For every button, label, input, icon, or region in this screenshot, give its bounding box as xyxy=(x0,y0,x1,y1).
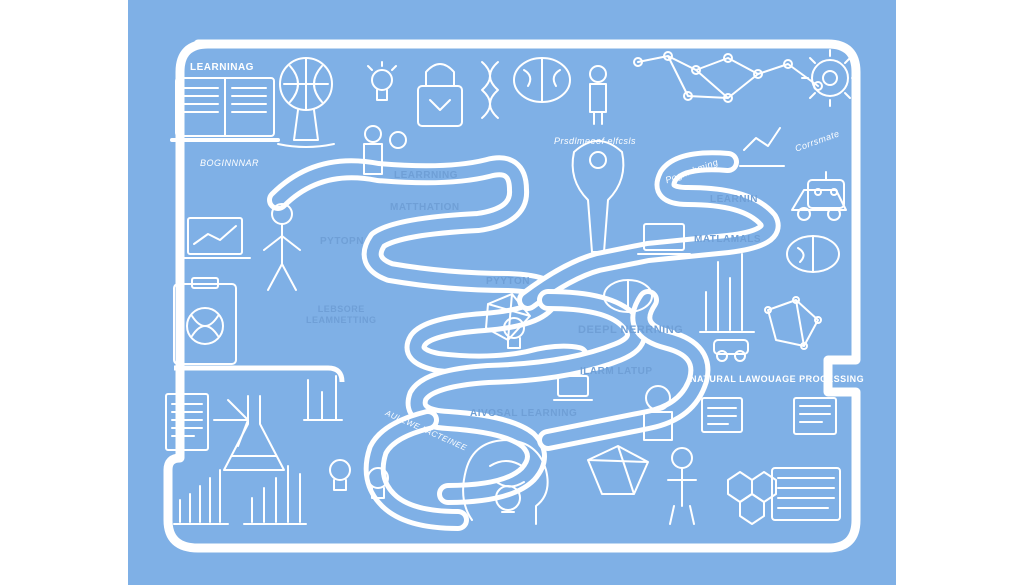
label-deep-learning: DEEPL NERRNING xyxy=(578,324,684,336)
label-mathematics-road: MATTHATION xyxy=(390,202,460,213)
label-learning-road: LEARRNING xyxy=(394,170,458,181)
person-icon xyxy=(263,65,697,525)
padlock-icon xyxy=(417,63,463,127)
label-beginner: BOGINNNAR xyxy=(200,158,260,168)
label-matlamals: MATLAMALS xyxy=(694,234,762,245)
books-icon xyxy=(771,467,841,521)
label-learning-top-left: LEARNINAG xyxy=(190,62,254,73)
hexagon-icon xyxy=(727,471,777,525)
outer-frame xyxy=(163,39,861,553)
label-learnin-right: LEARNIN xyxy=(710,194,758,205)
line-art-icons xyxy=(165,49,859,525)
winding-road xyxy=(267,150,781,531)
lightbulb-icon-center xyxy=(329,140,625,499)
label-predictive-models: Prsdlmeeof elfcsls xyxy=(554,136,637,146)
brain-globe-icon xyxy=(277,57,335,148)
head-icon xyxy=(462,439,549,525)
learning-roadmap-illustration xyxy=(163,39,861,553)
bar-chart-icon xyxy=(173,127,785,525)
laptop-icon xyxy=(179,217,691,401)
label-learn-latup: ILARM LATUP xyxy=(580,366,653,377)
clipboard-icon xyxy=(173,277,237,365)
label-lebsore-learning: LEBSORE LEAMNETTING xyxy=(306,304,377,325)
lightbulb-icon xyxy=(367,61,397,101)
label-pyton-center: PYYTON xyxy=(486,276,530,287)
label-pyton-left: PYTOPN xyxy=(320,236,364,247)
document-icon xyxy=(165,393,837,451)
flask-icon xyxy=(223,395,285,471)
illustration-canvas: LEARNINAG BOGINNNAR LEARRNING MATTHATION… xyxy=(128,0,896,585)
gear-icon xyxy=(389,49,859,149)
brain-icon xyxy=(513,57,840,313)
open-book-icon xyxy=(170,77,280,142)
label-natural-language: NATURAL LAWOUAGE PROCESSING xyxy=(690,374,865,384)
car-icon xyxy=(791,189,847,221)
dna-icon xyxy=(481,61,499,119)
label-aivosal-learning: AIVOSAL LEARNING xyxy=(470,408,578,419)
robot-icon xyxy=(713,171,845,362)
inner-frame xyxy=(174,365,345,383)
